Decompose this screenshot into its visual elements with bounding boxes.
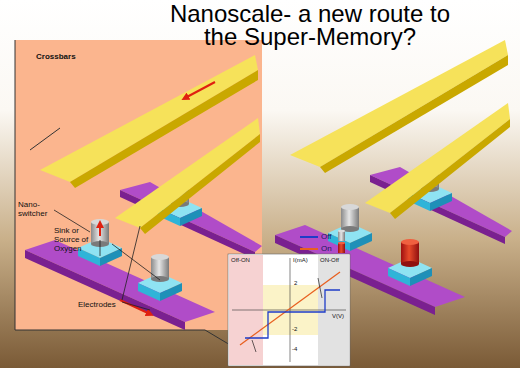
axis-label: I(mA) <box>293 257 308 264</box>
tick-label: -2 <box>292 326 297 333</box>
legend-samples <box>300 230 345 253</box>
part-label: Crossbars <box>36 52 76 61</box>
legend-text: On <box>321 244 332 253</box>
part-label: Electrodes <box>78 300 116 309</box>
part-label: Nano-switcher <box>18 200 58 218</box>
graph-region-label: ON-Off <box>320 257 339 264</box>
crossbar-left <box>25 55 262 330</box>
tick-label: -4 <box>292 346 297 353</box>
iv-graph <box>228 254 350 366</box>
tick-label: 2 <box>294 280 297 287</box>
graph-region-label: Off-ON <box>231 257 250 264</box>
part-label: Sink or Source of Oxygen <box>54 226 102 253</box>
axis-label: V(V) <box>332 313 344 320</box>
panel <box>15 40 262 330</box>
slide-title: Nanoscale- a new route to the Super-Memo… <box>150 2 470 48</box>
legend-text: Off <box>321 232 332 241</box>
leader-lines <box>54 210 160 310</box>
